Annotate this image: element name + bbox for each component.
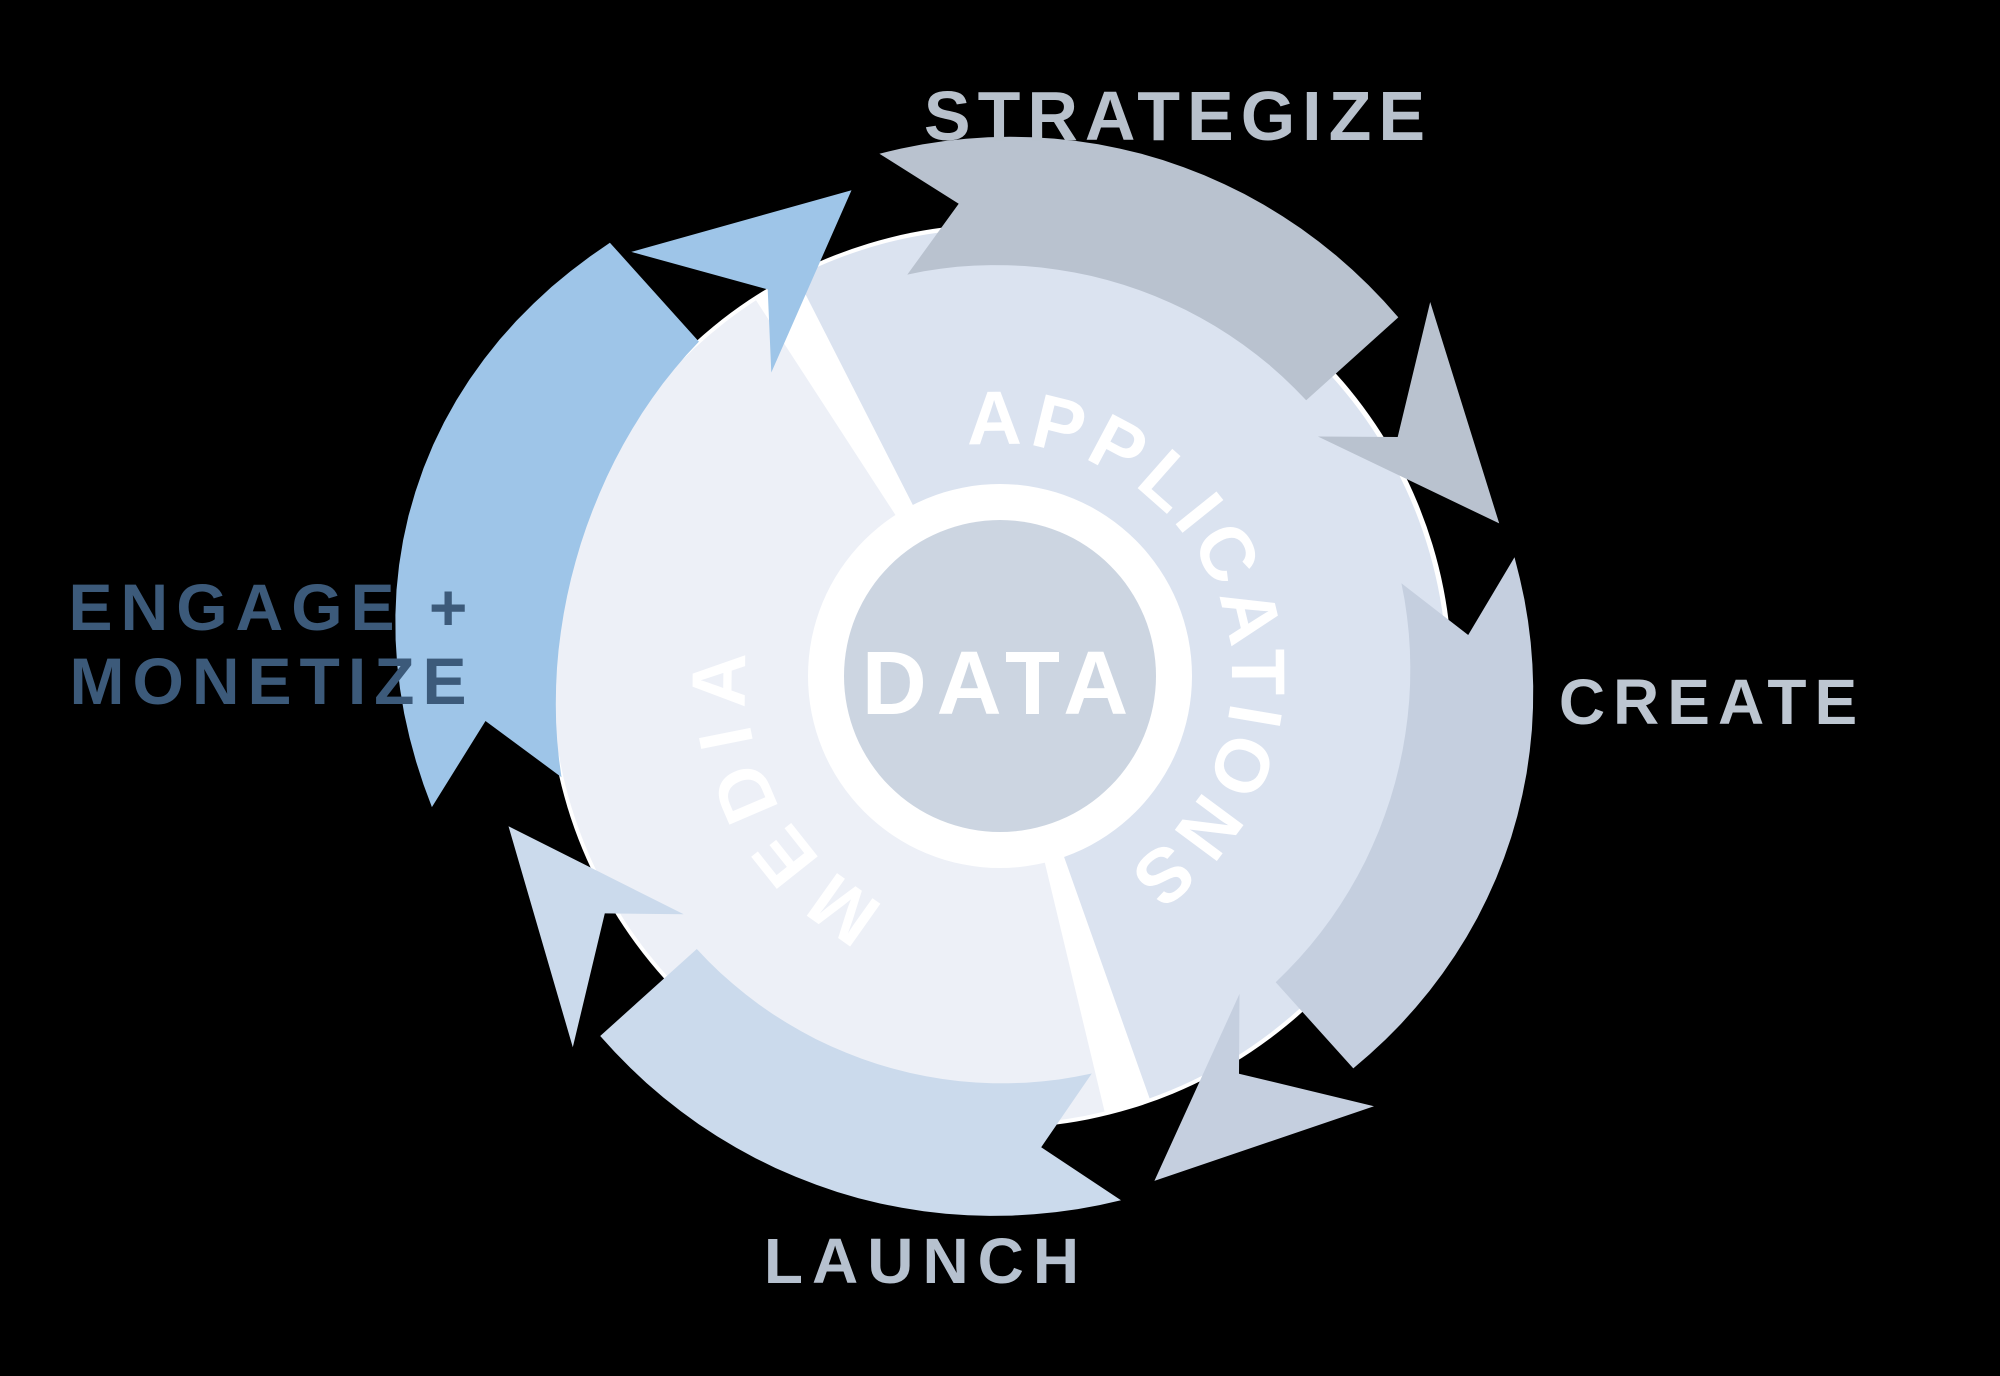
stage-label-strategize: STRATEGIZE <box>924 77 1432 155</box>
arrow-launch <box>508 826 1121 1216</box>
stage-label-engage-line1: ENGAGE + <box>69 570 476 644</box>
arrow-engage-monetize <box>395 190 852 808</box>
stage-label-create: CREATE <box>1559 666 1865 738</box>
arrow-create <box>1154 557 1534 1181</box>
center-circle <box>844 520 1156 832</box>
cycle-arrows <box>395 136 1534 1216</box>
stage-label-engage-line2: MONETIZE <box>70 644 475 718</box>
center-label: DATA <box>862 634 1139 734</box>
arrow-strategize <box>879 136 1500 524</box>
stage-label-launch: LAUNCH <box>764 1225 1088 1297</box>
